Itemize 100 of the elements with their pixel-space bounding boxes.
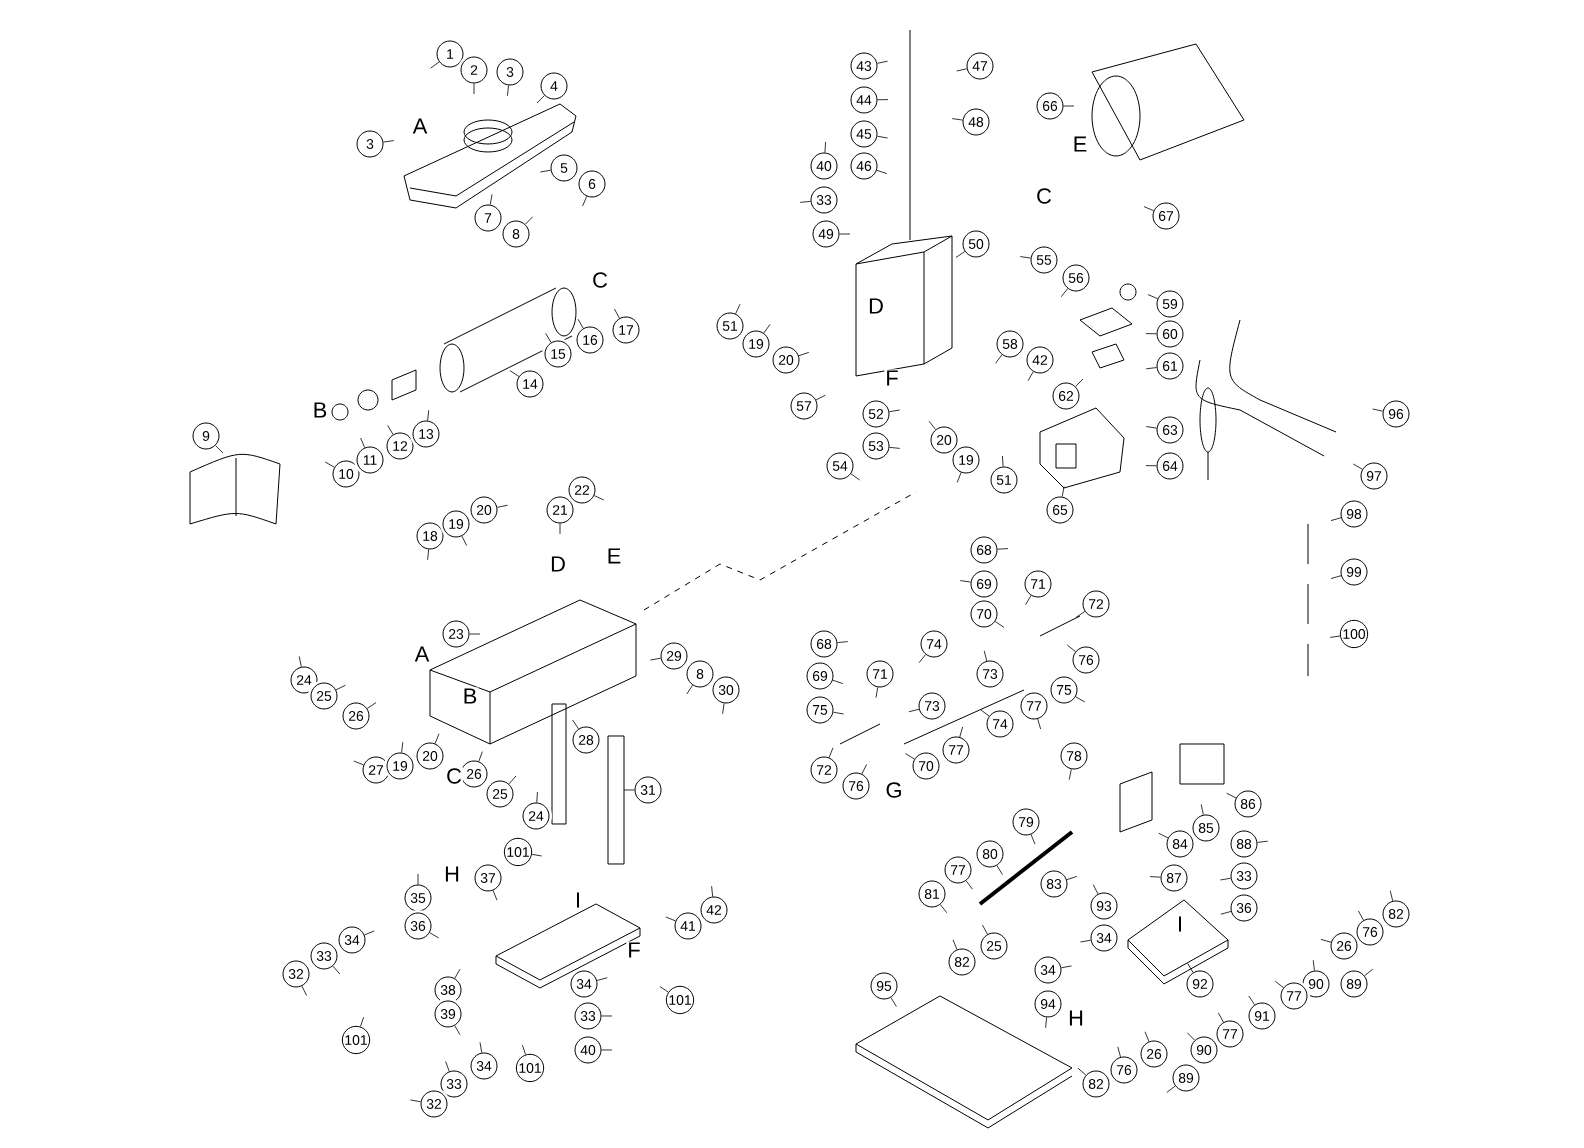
leader-line [332, 965, 341, 975]
leader-line [1187, 963, 1194, 973]
leader-line [1330, 575, 1342, 579]
leader-line [410, 1099, 422, 1103]
leader-line [980, 709, 990, 717]
reference-letter: I [1175, 915, 1185, 933]
leader-line [905, 753, 915, 760]
leader-line [454, 968, 461, 979]
leader-line [1060, 288, 1069, 298]
leader-line [427, 409, 430, 421]
leader-line [996, 865, 1003, 875]
leader-line [383, 140, 395, 143]
leader-line [1077, 1067, 1087, 1076]
leader-line [324, 461, 335, 468]
leader-line [861, 764, 867, 775]
leader-line [908, 708, 920, 713]
leader-line [889, 446, 901, 449]
leader-line [995, 354, 1003, 364]
leader-line [839, 233, 851, 235]
leader-line [1145, 426, 1158, 429]
leader-line [997, 548, 1009, 550]
leader-line [360, 1016, 364, 1027]
leader-line [1364, 968, 1374, 977]
leader-line [1025, 595, 1032, 605]
reference-letter: D [867, 297, 885, 315]
leader-line [983, 650, 988, 662]
leader-line [1066, 644, 1076, 652]
leader-line [686, 684, 693, 695]
leader-line [959, 726, 963, 738]
leader-line [469, 633, 481, 635]
leader-line [301, 985, 307, 996]
leader-line [1143, 206, 1154, 212]
leader-line [1030, 834, 1036, 845]
leader-line [522, 1044, 526, 1055]
leader-line [951, 118, 964, 121]
leader-line [1068, 768, 1072, 780]
leader-line [1145, 465, 1157, 467]
leader-line [507, 85, 509, 97]
leader-line [601, 1015, 613, 1017]
leader-line [832, 711, 844, 715]
leader-line [489, 194, 493, 206]
leader-line [1145, 367, 1157, 370]
leader-line [614, 308, 620, 319]
leader-line [876, 60, 888, 64]
leader-line [956, 68, 968, 72]
leader-line [1220, 877, 1232, 881]
leader-line [959, 580, 972, 583]
leader-line [429, 932, 440, 939]
leader-line [478, 751, 483, 762]
leader-line [1063, 105, 1075, 107]
leader-line [982, 924, 988, 935]
leader-line [623, 789, 635, 791]
reference-letter: E [605, 547, 623, 565]
leader-line [445, 1061, 450, 1072]
leader-line [711, 885, 714, 897]
reference-letter: B [461, 687, 479, 705]
reference-letter: H [443, 865, 461, 883]
leader-line [837, 641, 849, 644]
leader-line [1147, 294, 1158, 300]
leader-line [994, 621, 1005, 628]
leader-line [965, 880, 973, 890]
leader-line [939, 904, 948, 914]
leader-line [956, 472, 962, 483]
leader-line [473, 83, 475, 95]
leader-line [536, 95, 545, 104]
leader-line [650, 657, 662, 661]
leader-line [659, 986, 669, 993]
reference-letter: E [1071, 135, 1089, 153]
leader-line [1312, 959, 1315, 971]
leader-line [536, 791, 538, 803]
leader-line [850, 473, 860, 481]
leader-line [888, 409, 900, 413]
leader-line [1329, 635, 1341, 638]
leader-line [582, 196, 588, 207]
leader-line [353, 760, 364, 766]
leader-line [1220, 911, 1232, 915]
leader-line [509, 370, 520, 377]
leader-line [1019, 256, 1032, 259]
leader-line [877, 99, 889, 101]
leader-line [824, 141, 826, 153]
leader-line [798, 352, 810, 357]
leader-line [722, 702, 725, 715]
reference-letter: F [884, 369, 900, 387]
leader-line [335, 684, 346, 691]
reference-letter: A [413, 645, 431, 663]
leader-line [1257, 840, 1269, 843]
leader-line [1166, 1085, 1176, 1093]
reference-letter: A [411, 117, 429, 135]
leader-line [1274, 980, 1284, 989]
leader-line [828, 747, 834, 758]
leader-line [1187, 1032, 1196, 1041]
leader-line [417, 873, 419, 885]
leader-line [875, 686, 879, 698]
leader-line [577, 318, 584, 329]
leader-line [1092, 884, 1099, 895]
reference-letter: C [1035, 187, 1053, 205]
leader-line [918, 654, 926, 664]
leader-line [952, 939, 958, 950]
reference-letter: B [311, 401, 329, 419]
leader-line [1372, 408, 1384, 412]
